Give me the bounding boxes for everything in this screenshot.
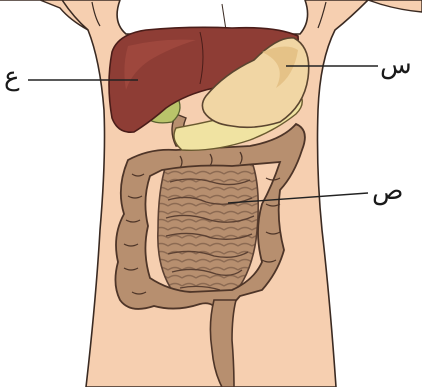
label-liver: ع (4, 64, 20, 90)
small-intestine (158, 157, 258, 303)
label-stomach: س (380, 52, 412, 78)
sternum-line (222, 4, 226, 30)
right-arm (368, 0, 422, 12)
label-intestine: ص (372, 178, 403, 204)
